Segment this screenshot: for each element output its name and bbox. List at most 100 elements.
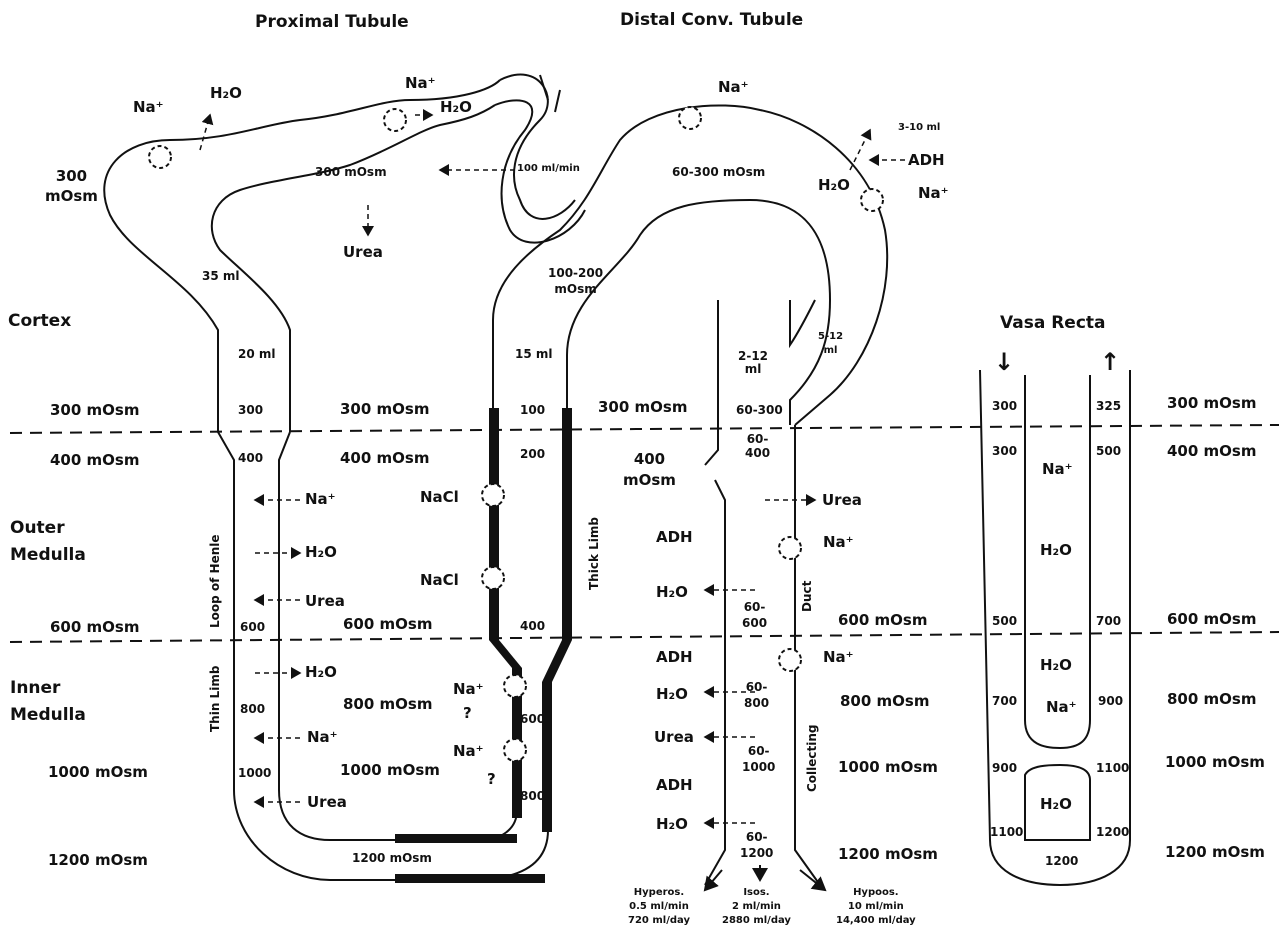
- zone-cortex: Cortex: [8, 313, 71, 330]
- thick-limb-bar-2: [489, 640, 522, 668]
- vasa-osm: 700: [1096, 615, 1121, 627]
- h2o-label: H₂O: [1040, 797, 1072, 812]
- tubule-osm-600: 600: [240, 621, 265, 633]
- duct-osm-60-600: 60- 600: [742, 600, 767, 631]
- duct-region-400: 400 mOsm: [623, 449, 676, 491]
- h2o-label: H₂O: [1040, 658, 1072, 673]
- duct-osm-60-400: 60- 400: [745, 432, 770, 461]
- tubule-osm-400: 400: [238, 452, 263, 464]
- vasa-recta-inner-upper: [1025, 375, 1090, 748]
- tubule-osm-300: 300: [238, 404, 263, 416]
- h2o-label: H₂O: [440, 100, 472, 115]
- interstitium-1200-right: 1200 mOsm: [838, 847, 938, 862]
- na-label: Na⁺: [1042, 462, 1073, 477]
- duct-osm-60-300: 60-300: [736, 404, 783, 416]
- question-mark: ?: [487, 772, 496, 787]
- dct-osm: 60-300 mOsm: [672, 166, 765, 178]
- thick-limb-bar-1: [489, 408, 499, 640]
- h2o-label: H₂O: [656, 585, 688, 600]
- proximal-tubule-end: [540, 75, 560, 112]
- cortex-medulla-boundary: [10, 425, 1279, 433]
- h2o-label: H₂O: [656, 817, 688, 832]
- thick-osm-200: 200: [520, 448, 545, 460]
- proximal-tubule-inner-wall: [212, 105, 495, 432]
- dct-volume: 3-10 ml: [898, 123, 940, 133]
- h2o-label: H₂O: [305, 545, 337, 560]
- proximal-osm: 300 mOsm: [315, 166, 387, 178]
- duct-label: Duct: [800, 581, 814, 612]
- h2o-label: H₂O: [305, 665, 337, 680]
- flow-rate: 100 ml/min: [517, 164, 580, 174]
- adh-label: ADH: [908, 153, 945, 168]
- outer-inner-medulla-boundary: [10, 632, 1279, 642]
- interstitium-1000: 1000 mOsm: [340, 763, 440, 778]
- na-label: Na⁺: [133, 100, 164, 115]
- left-osm-300: 300 mOsm: [50, 403, 139, 418]
- vasa-osm: 700: [992, 695, 1017, 707]
- zone-inner-medulla: Inner Medulla: [10, 675, 86, 729]
- pump-icon: [504, 739, 526, 761]
- thick-osm-600: 600: [520, 713, 545, 725]
- vasa-osm: 1200: [1096, 826, 1129, 838]
- na-label: Na⁺: [823, 650, 854, 665]
- duct-region-300: 300 mOsm: [598, 400, 687, 415]
- na-label: Na⁺: [453, 682, 484, 697]
- pump-icon: [504, 675, 526, 697]
- thick-osm-400: 400: [520, 620, 545, 632]
- dct-inflow-osm: 100-200 mOsm: [548, 266, 603, 297]
- urine-hypoosmotic: Hypoos. 10 ml/min 14,400 ml/day: [836, 886, 916, 928]
- loop-of-henle-label: Loop of Henle: [208, 534, 222, 628]
- thick-limb-label: Thick Limb: [587, 517, 601, 590]
- right-osm-400: 400 mOsm: [1167, 444, 1256, 459]
- right-osm-1200: 1200 mOsm: [1165, 845, 1265, 860]
- duct-volume-2-12: 2-12 ml: [738, 350, 768, 376]
- interstitium-400: 400 mOsm: [340, 451, 429, 466]
- proximal-tubule-outer-wall: [104, 80, 500, 432]
- collecting-duct-left-wall: [705, 300, 725, 885]
- question-mark: ?: [463, 706, 472, 721]
- adh-label: ADH: [656, 530, 693, 545]
- urea-label: Urea: [307, 795, 347, 810]
- vasa-osm: 500: [1096, 445, 1121, 457]
- interstitium-300: 300 mOsm: [340, 402, 429, 417]
- left-osm-1200: 1200 mOsm: [48, 853, 148, 868]
- duct-osm-60-800: 60- 800: [744, 680, 769, 711]
- right-osm-800: 800 mOsm: [1167, 692, 1256, 707]
- volume-35: 35 ml: [202, 270, 240, 282]
- na-label: Na⁺: [1046, 700, 1077, 715]
- urea-label: Urea: [822, 493, 862, 508]
- tubule-osm-1000: 1000: [238, 767, 271, 779]
- interstitium-600: 600 mOsm: [343, 617, 432, 632]
- interstitium-1000-right: 1000 mOsm: [838, 760, 938, 775]
- nacl-label: NaCl: [420, 573, 459, 588]
- urea-label: Urea: [343, 245, 383, 260]
- pump-icon: [861, 189, 883, 211]
- thick-limb-bar-5: [542, 640, 572, 682]
- up-arrow-icon: ↑: [1100, 350, 1120, 374]
- down-arrow-icon: ↓: [994, 350, 1014, 374]
- volume-15: 15 ml: [515, 348, 553, 360]
- na-label: Na⁺: [305, 492, 336, 507]
- vasa-osm: 325: [1096, 400, 1121, 412]
- h2o-label: H₂O: [656, 687, 688, 702]
- interstitium-600-right: 600 mOsm: [838, 613, 927, 628]
- thick-osm-800: 800: [520, 790, 545, 802]
- thick-limb-bar-4: [562, 408, 572, 640]
- na-label: Na⁺: [918, 186, 949, 201]
- thick-limb-outer: [400, 408, 567, 880]
- thick-limb-bar-6: [542, 682, 552, 832]
- na-label: Na⁺: [405, 76, 436, 91]
- urine-hyperosmotic: Hyperos. 0.5 ml/min 720 ml/day: [628, 886, 690, 928]
- distal-tubule-title: Distal Conv. Tubule: [620, 12, 803, 29]
- pump-icon: [779, 537, 801, 559]
- pump-icon: [482, 567, 504, 589]
- cortical-duct-piece: [790, 300, 815, 345]
- vasa-osm: 1100: [990, 826, 1023, 838]
- thick-osm-100: 100: [520, 404, 545, 416]
- left-osm-300-top: 300 mOsm: [45, 167, 98, 206]
- duct-volume-5-12: 5-12 ml: [818, 330, 843, 358]
- pump-icon: [779, 649, 801, 671]
- vasa-recta-title: Vasa Recta: [1000, 315, 1106, 332]
- right-osm-1000: 1000 mOsm: [1165, 755, 1265, 770]
- urine-isosmotic: Isos. 2 ml/min 2880 ml/day: [722, 886, 791, 928]
